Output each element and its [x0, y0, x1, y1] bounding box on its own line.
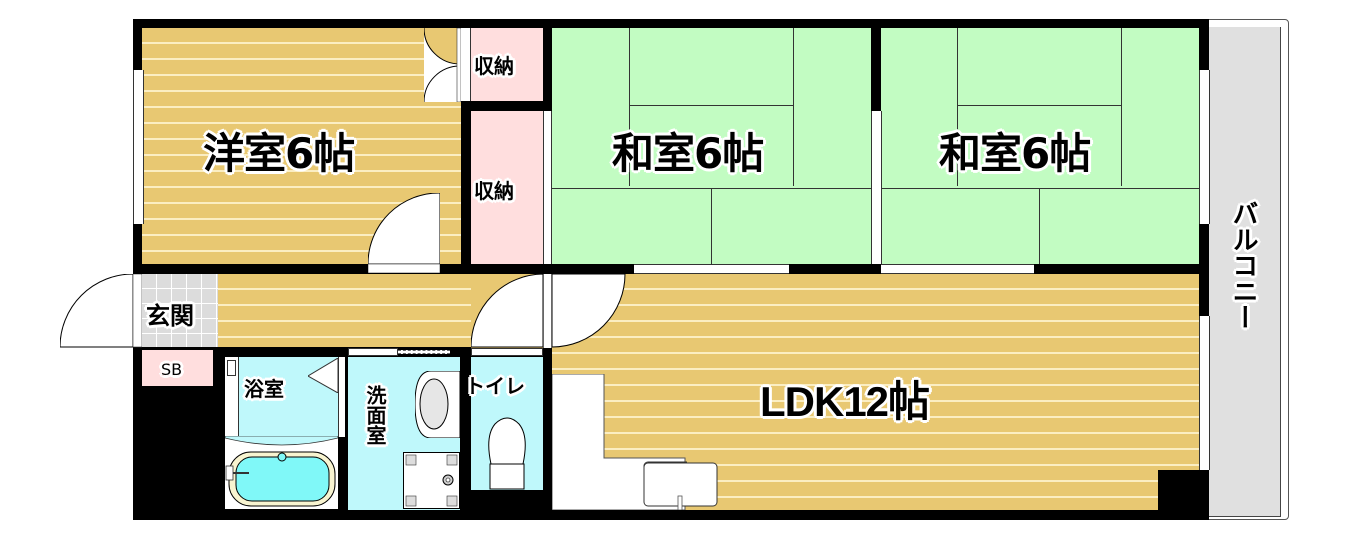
hall-door-frame [543, 274, 552, 348]
storage-1-label: 収納 [474, 54, 514, 78]
closet-door-icon[interactable] [424, 28, 461, 102]
japanese-room-divider-door[interactable] [871, 111, 882, 264]
balcony-floor [1206, 27, 1281, 517]
western-room-window [133, 70, 144, 224]
ldk-door-icon[interactable] [552, 274, 626, 348]
bath-corner-shelf-icon [308, 358, 338, 393]
japanese-room-2-label: 和室6帖 [939, 129, 1091, 178]
japanese-room-1-sliding-door[interactable] [634, 264, 789, 274]
storage-2-label: 収納 [474, 179, 514, 203]
western-room-label: 洋室6帖 [203, 129, 355, 178]
japanese-room-2-window [1199, 70, 1210, 224]
entrance-floor [142, 274, 218, 347]
bathtub-icon [225, 436, 338, 507]
bathroom-label: 浴室 [244, 377, 284, 401]
ldk-window [1199, 316, 1210, 470]
storage-1-frame [461, 28, 471, 101]
toilet-label: トイレ [465, 374, 525, 398]
shoe-box-label: SB [161, 360, 183, 379]
pillar [1158, 470, 1209, 520]
wash-basin-icon [415, 371, 460, 438]
japanese-room-2-floor [881, 28, 1199, 264]
toilet-door-icon[interactable] [471, 274, 543, 348]
storage-2-floor [471, 111, 543, 264]
storage-2-sliding-door[interactable] [543, 111, 552, 264]
toilet-icon [488, 417, 526, 490]
japanese-room-2-sliding-door[interactable] [881, 264, 1034, 274]
balcony-label: バルコニー [1228, 200, 1258, 330]
shoe-box-floor [142, 350, 213, 386]
japanese-room-1-label: 和室6帖 [612, 129, 764, 178]
ldk-label: LDK12帖 [760, 378, 930, 425]
entrance-label: 玄関 [146, 302, 194, 330]
entrance-door-icon[interactable] [60, 274, 142, 348]
storage-1-floor [471, 28, 543, 101]
kitchen-sink-icon [643, 462, 718, 510]
western-room-door-icon[interactable] [368, 193, 440, 273]
washroom-label: 洗面室 [363, 385, 387, 445]
washing-machine-pan-icon [403, 452, 460, 509]
